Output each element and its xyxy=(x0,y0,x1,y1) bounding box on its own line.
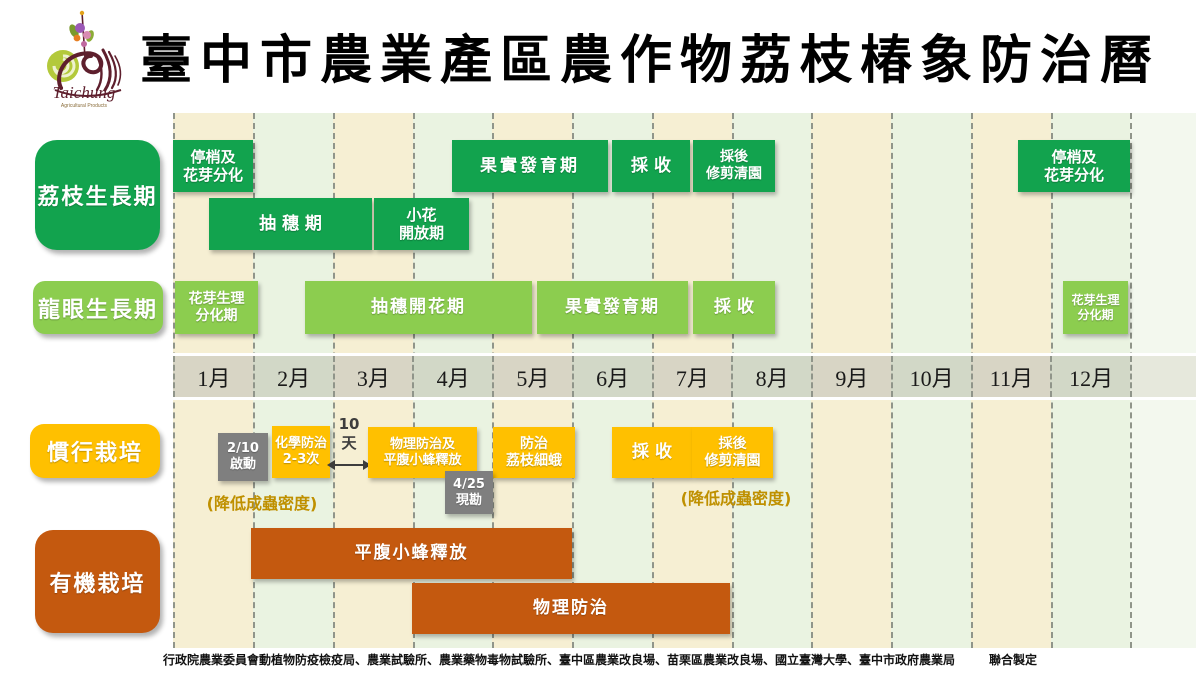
bar-conventional-harvest: 採 收 xyxy=(612,427,692,478)
bar-lychee-post-harvest-pruning: 採後 修剪清園 xyxy=(693,140,775,192)
poster-title: 臺中市農業產區農作物荔枝椿象防治曆 xyxy=(139,33,1160,90)
footer-agencies: 行政院農業委員會動植物防疫檢疫局、農業試驗所、農業藥物毒物試驗所、臺中區農業改良… xyxy=(162,653,955,667)
logo-script-text: Taichung xyxy=(53,83,116,102)
bar-lychee-shoot-stop-2: 停梢及 花芽分化 xyxy=(1018,140,1130,192)
row-label-conventional: 慣行栽培 xyxy=(30,424,160,478)
month-label: 8月 xyxy=(731,356,811,397)
bar-chemical-control: 化學防治 2-3次 xyxy=(272,426,330,478)
row-label-organic: 有機栽培 xyxy=(35,530,160,633)
bar-longan-spike-flowering: 抽穗開花期 xyxy=(305,281,532,334)
month-label: 1月 xyxy=(173,356,253,397)
interval-10-days: 10 天 xyxy=(338,415,360,452)
month-label: 6月 xyxy=(571,356,652,397)
bar-lychee-shoot-stop: 停梢及 花芽分化 xyxy=(173,140,253,192)
month-axis-tail xyxy=(1130,356,1196,397)
month-label: 5月 xyxy=(492,356,572,397)
callout-2-10-start: 2/10 啟動 xyxy=(218,433,268,481)
bar-lychee-spike-period: 抽 穗 期 xyxy=(209,198,372,250)
bar-lychee-small-flower-opening: 小花 開放期 xyxy=(374,198,469,250)
bar-lychee-moth-control: 防治 荔枝細蛾 xyxy=(493,427,575,478)
logo-sub-text: Agricultural Products xyxy=(61,103,108,109)
footer-suffix: 聯合製定 xyxy=(989,653,1038,667)
bar-physical-control-wasp-release: 物理防治及 平腹小蜂釋放 xyxy=(368,427,477,478)
note-reduce-adult-density-1: (降低成蟲密度) xyxy=(206,494,318,513)
callout-4-25-survey: 4/25 現勘 xyxy=(445,471,493,514)
bar-longan-flower-bud-differentiation-2: 花芽生理 分化期 xyxy=(1063,281,1128,334)
row-label-longan: 龍眼生長期 xyxy=(33,281,163,334)
taichung-agriculture-logo: Taichung Agricultural Products xyxy=(47,10,122,109)
month-axis: 1月 2月 3月 4月 5月 6月 7月 8月 9月 10月 11月 12月 xyxy=(173,353,1196,400)
bar-conventional-post-harvest-pruning: 採後 修剪清園 xyxy=(692,427,773,478)
note-reduce-adult-density-2: (降低成蟲密度) xyxy=(680,489,792,508)
month-label: 2月 xyxy=(252,356,333,397)
month-label: 4月 xyxy=(412,356,492,397)
month-label: 11月 xyxy=(970,356,1051,397)
bar-longan-flower-bud-differentiation: 花芽生理 分化期 xyxy=(175,281,258,334)
bar-longan-fruit-development: 果實發育期 xyxy=(537,281,688,334)
bar-organic-physical-control: 物理防治 xyxy=(412,583,730,634)
month-label: 10月 xyxy=(890,356,971,397)
month-label: 12月 xyxy=(1050,356,1130,397)
month-label: 3月 xyxy=(332,356,413,397)
footer-credits: 行政院農業委員會動植物防疫檢疫局、農業試驗所、農業藥物毒物試驗所、臺中區農業改良… xyxy=(0,651,1200,668)
bar-lychee-fruit-development: 果實發育期 xyxy=(452,140,608,192)
month-label: 7月 xyxy=(651,356,732,397)
bar-longan-harvest: 採 收 xyxy=(693,281,775,334)
double-arrow-icon xyxy=(327,460,371,470)
bar-organic-wasp-release: 平腹小蜂釋放 xyxy=(251,528,572,579)
row-label-lychee: 荔枝生長期 xyxy=(35,140,160,250)
month-label: 9月 xyxy=(811,356,891,397)
bar-lychee-harvest: 採 收 xyxy=(612,140,690,192)
